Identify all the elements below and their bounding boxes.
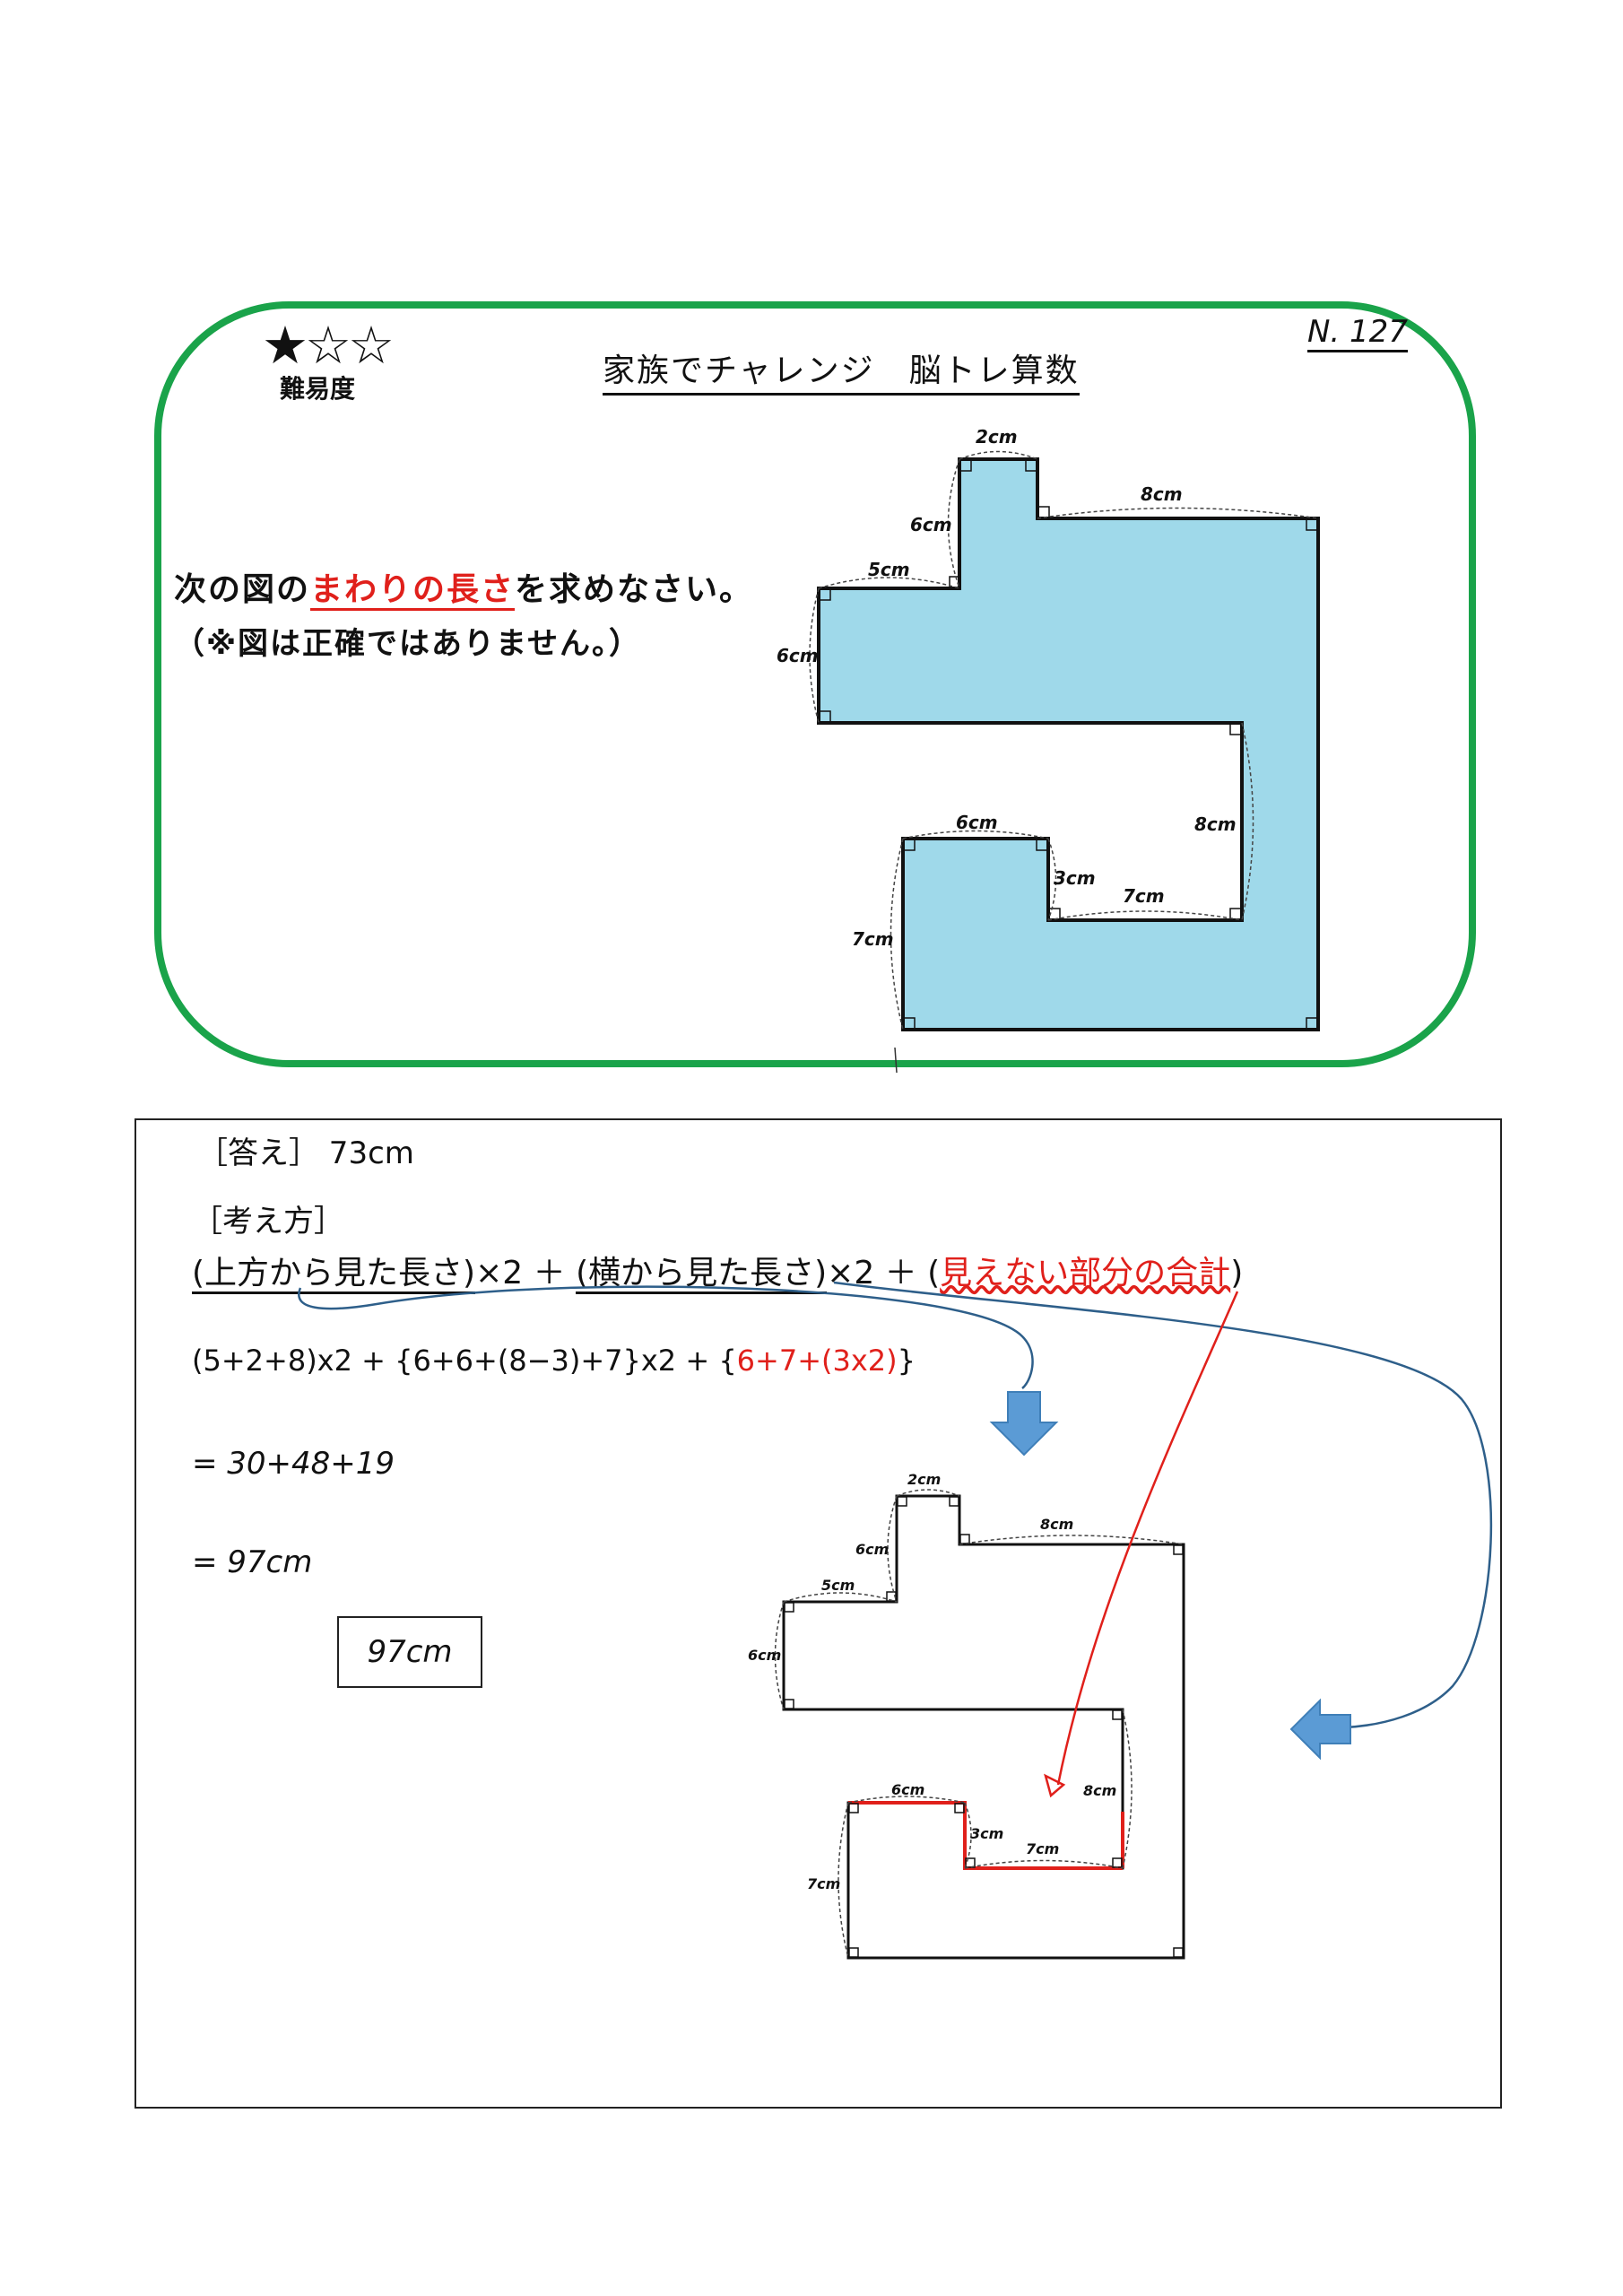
solution-arcs: [774, 1489, 1185, 1959]
label-top-8cm: 8cm: [1141, 483, 1183, 505]
question-text: 次の図のまわりの長さを求めなさい。: [174, 563, 754, 611]
down-arrow-icon: [989, 1391, 1059, 1457]
formula-op2: ×2 ＋ (: [827, 1255, 941, 1292]
method-label: ［考え方］: [192, 1204, 344, 1239]
calc1-black: (5+2+8)x2 + {6+6+(8−3)+7}x2 + {: [192, 1344, 737, 1378]
hidden-parts-connector: [1056, 1291, 1239, 1786]
label-7cm-left: 7cm: [852, 928, 894, 950]
sol-label-6cm-a: 6cm: [855, 1541, 889, 1558]
problem-figure: 2cm 8cm 6cm 5cm 6cm 8cm 6cm 3cm 7cm 7cm: [777, 426, 1320, 1074]
dimension-arcs: [809, 450, 1319, 1031]
calc-line-2: = 30+48+19: [192, 1446, 395, 1482]
calc1-red: 6+7+(3x2): [736, 1344, 898, 1378]
sol-label-7cm-left: 7cm: [807, 1875, 840, 1892]
label-6cm-b: 6cm: [777, 645, 819, 666]
right-angle-marks: [819, 459, 1318, 1030]
label-6cm-c: 6cm: [956, 812, 998, 833]
question-highlight: まわりの長さ: [310, 571, 516, 611]
sol-label-6cm-b: 6cm: [748, 1647, 781, 1664]
label-3cm: 3cm: [1054, 867, 1096, 889]
problem-card: [154, 301, 1476, 1067]
difficulty-stars: ★☆☆: [262, 315, 395, 376]
formula-side-view: (横から見た長さ): [576, 1255, 828, 1294]
page-number: N. 127: [1307, 314, 1408, 352]
calc-line-3: = 97cm: [192, 1544, 313, 1580]
label-top-2cm: 2cm: [976, 426, 1018, 448]
sol-label-6cm-c: 6cm: [891, 1781, 924, 1798]
question-prefix: 次の図の: [174, 571, 311, 608]
final-answer-box: 97cm: [337, 1616, 482, 1688]
dimension-labels: 2cm 8cm 6cm 5cm 6cm 8cm 6cm 3cm 7cm 7cm: [777, 426, 1237, 950]
hidden-parts-highlight: [848, 1801, 1124, 1870]
solution-right-angles: [784, 1496, 1184, 1958]
calc1-close: }: [897, 1344, 916, 1378]
sol-label-3cm: 3cm: [970, 1825, 1003, 1842]
calc-line-1: (5+2+8)x2 + {6+6+(8−3)+7}x2 + {6+7+(3x2)…: [192, 1344, 916, 1378]
sol-label-8cm: 8cm: [1040, 1516, 1073, 1533]
formula-top-view: (上方から見た長さ): [192, 1255, 476, 1294]
difficulty-label: 難易度: [280, 374, 356, 404]
sol-label-5cm: 5cm: [821, 1577, 855, 1594]
question-note: （※図は正確ではありません。）: [174, 626, 642, 662]
top-view-connector: [298, 1285, 1034, 1389]
solution-labels: 2cm 8cm 6cm 5cm 6cm 8cm 6cm 3cm 7cm 7cm: [748, 1471, 1116, 1892]
label-7cm-inner: 7cm: [1123, 885, 1165, 907]
sol-label-2cm: 2cm: [907, 1471, 941, 1488]
sol-label-8cm-right: 8cm: [1083, 1782, 1116, 1799]
answer-box: [135, 1118, 1502, 2109]
solution-shape: [782, 1494, 1185, 1960]
formula-op1: ×2 ＋: [475, 1255, 577, 1292]
side-view-connector: [833, 1281, 1493, 1729]
formula: (上方から見た長さ)×2 ＋ (横から見た長さ)×2 ＋ (見えない部分の合計): [192, 1247, 1244, 1294]
question-suffix: を求めなさい。: [515, 571, 754, 608]
label-6cm-a: 6cm: [910, 514, 952, 535]
label-5cm: 5cm: [868, 559, 910, 580]
answer-line: ［答え］ 73cm: [197, 1135, 414, 1171]
formula-hidden-parts: 見えない部分の合計: [940, 1255, 1231, 1292]
sol-label-7cm-inner: 7cm: [1026, 1840, 1059, 1857]
label-8cm-right: 8cm: [1194, 813, 1237, 835]
solution-figure: 2cm 8cm 6cm 5cm 6cm 8cm 6cm 3cm 7cm 7cm: [298, 1281, 1493, 1960]
left-arrow-icon: [1289, 1698, 1351, 1761]
formula-close: ): [1230, 1255, 1244, 1292]
page-title: 家族でチャレンジ 脳トレ算数: [603, 344, 1080, 396]
red-arrow-tip: [1044, 1773, 1066, 1798]
